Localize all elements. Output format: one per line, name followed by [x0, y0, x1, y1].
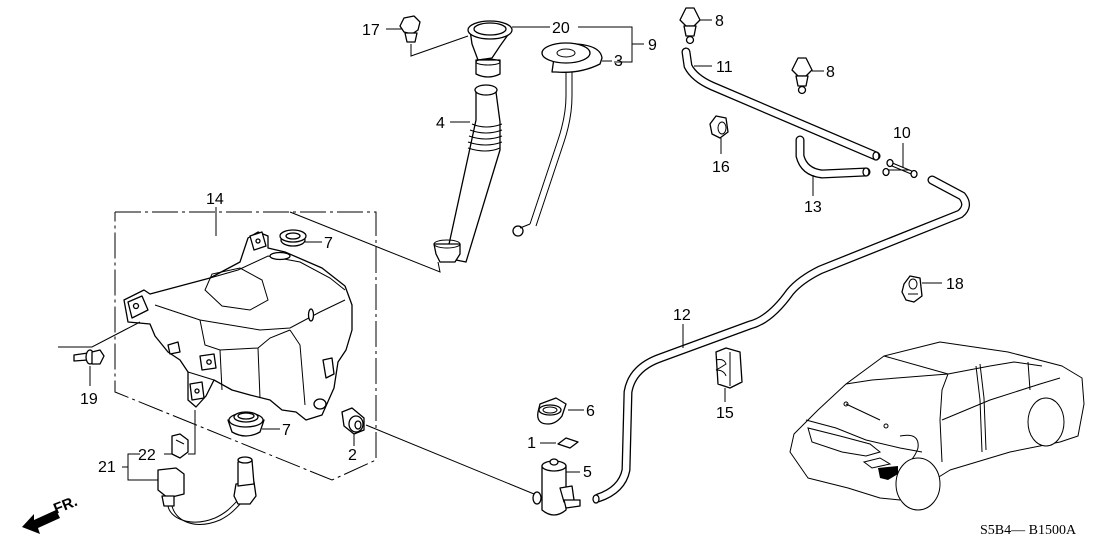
callout-8-left: 8 [715, 13, 724, 30]
callout-13: 13 [804, 199, 822, 216]
callout-1: 1 [527, 435, 536, 452]
leader-22-b [188, 410, 196, 455]
clip-17-drawing [399, 15, 421, 43]
flange-bolt-drawing [73, 349, 105, 365]
callout-18: 18 [946, 276, 964, 293]
callout-7-top: 7 [324, 235, 333, 252]
leader-21-b [127, 470, 158, 481]
callout-21: 21 [98, 459, 116, 476]
tube-clip-15-drawing [715, 347, 743, 389]
nozzle-8a-drawing [679, 7, 701, 45]
leader-19-a [58, 321, 141, 348]
cap-level-gauge-drawing [512, 42, 603, 237]
callout-17: 17 [362, 22, 380, 39]
callout-2: 2 [348, 447, 357, 464]
sensor-clip-drawing [171, 433, 189, 459]
tank-group-frame [114, 211, 377, 481]
leader-17-b [410, 35, 469, 57]
callout-14: 14 [206, 191, 224, 208]
callout-5: 5 [583, 464, 592, 481]
callout-16: 16 [712, 159, 730, 176]
nozzle-8b-drawing [791, 57, 813, 95]
front-indicator-label: FR. [51, 493, 80, 518]
callout-4: 4 [436, 115, 445, 132]
leader-21-a [127, 453, 140, 470]
callout-10: 10 [893, 125, 911, 142]
washer-tube-11-drawing [681, 47, 881, 161]
callout-12: 12 [673, 307, 691, 324]
filler-neck-drawing [433, 84, 503, 263]
hose-clamp-drawing [709, 115, 729, 139]
washer-reservoir-tank-drawing [123, 231, 353, 421]
washer-tube-13-drawing [795, 135, 871, 179]
grommet-top-drawing [279, 229, 307, 247]
callout-3: 3 [614, 53, 623, 70]
washer-tube-12-drawing [592, 175, 970, 504]
callout-7-lower: 7 [282, 422, 291, 439]
level-sensor-drawing [157, 456, 257, 525]
callout-22: 22 [138, 447, 156, 464]
tube-clip-18-drawing [901, 275, 923, 303]
callout-11: 11 [716, 59, 733, 76]
diagram-code: S5B4— B1500A [980, 523, 1077, 538]
callout-6: 6 [586, 403, 595, 420]
pump-motor-drawing [532, 458, 581, 516]
tube-joint-drawing [882, 158, 918, 179]
callout-9: 9 [648, 37, 657, 54]
filler-mouth-drawing [467, 20, 513, 78]
callout-labels: 1 2 3 4 5 6 7 7 8 8 9 10 11 12 13 14 15 … [80, 13, 964, 481]
callout-20: 20 [552, 20, 570, 37]
pump-clip-drawing [537, 397, 567, 425]
callout-19: 19 [80, 391, 98, 408]
grommet-2-drawing [341, 407, 365, 435]
pump-seal-drawing [557, 437, 579, 449]
leader-tank-neck [289, 211, 441, 273]
callout-15: 15 [716, 405, 734, 422]
front-direction-arrow-icon [22, 510, 60, 534]
grommet-lower-drawing [227, 411, 265, 437]
vehicle-location-illustration [789, 341, 1085, 511]
callout-8-right: 8 [826, 64, 835, 81]
leader-2-to-pump [365, 424, 535, 495]
